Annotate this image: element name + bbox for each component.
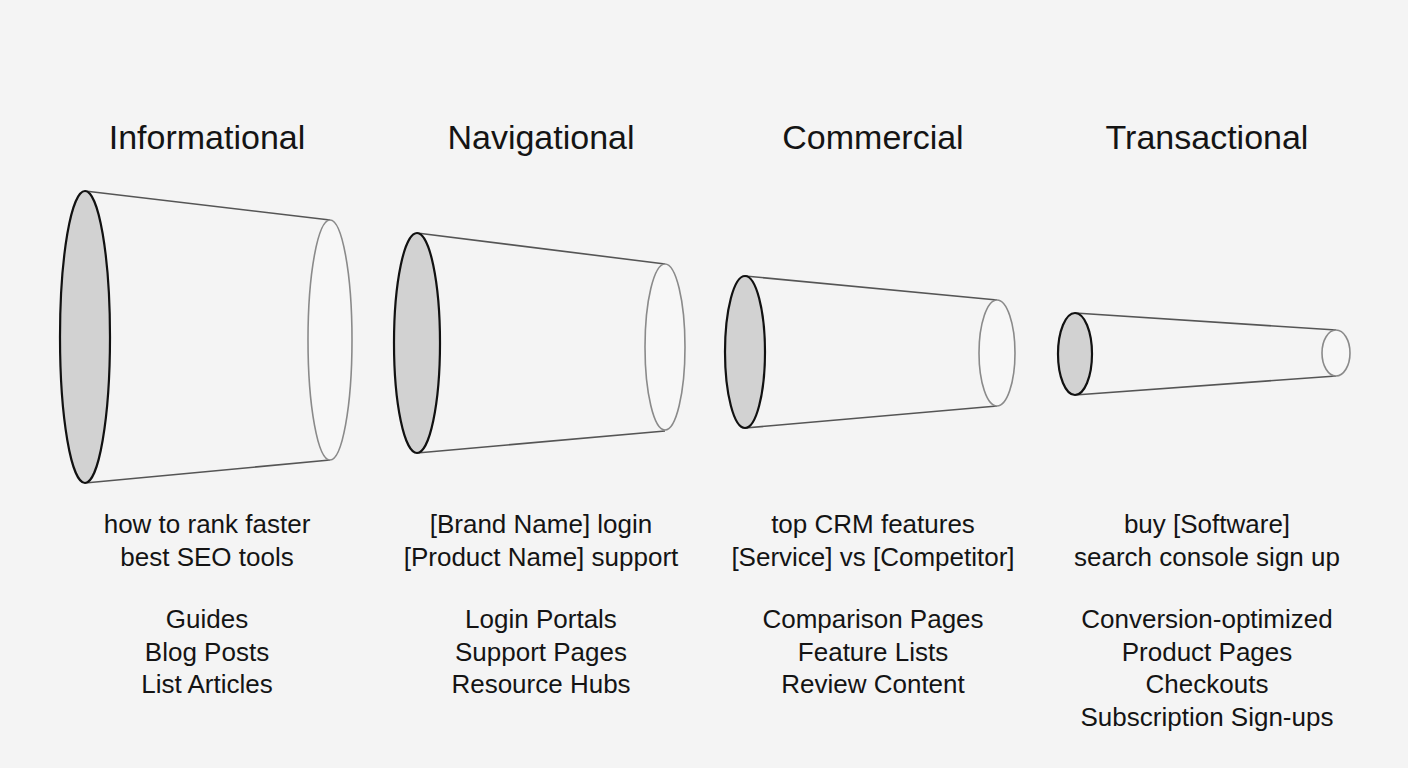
intent-funnel: Commercial top CRM features[Service] vs [… [708,0,1038,768]
content-type: Subscription Sign-ups [1042,702,1372,733]
example-query: best SEO tools [42,542,372,573]
intent-funnel: Navigational [Brand Name] login[Product N… [376,0,706,768]
content-type: Blog Posts [42,637,372,668]
content-type: Checkouts [1042,669,1372,700]
example-query: search console sign up [1042,542,1372,573]
example-query: buy [Software] [1042,509,1372,540]
content-type: List Articles [42,669,372,700]
example-query: top CRM features [708,509,1038,540]
content-type: Guides [42,604,372,635]
content-type: Feature Lists [708,637,1038,668]
intent-heading: Transactional [1042,118,1372,157]
example-query: [Product Name] support [376,542,706,573]
intent-heading: Informational [42,118,372,157]
intent-funnel: Transactional buy [Software]search consol… [1042,0,1372,768]
intent-funnel: Informational how to rank fasterbest SEO … [42,0,372,768]
content-type: Resource Hubs [376,669,706,700]
example-query: [Brand Name] login [376,509,706,540]
content-type: Review Content [708,669,1038,700]
example-query: how to rank faster [42,509,372,540]
content-type: Conversion-optimized [1042,604,1372,635]
content-type: Product Pages [1042,637,1372,668]
content-type: Support Pages [376,637,706,668]
example-query: [Service] vs [Competitor] [708,542,1038,573]
intent-heading: Commercial [708,118,1038,157]
content-type: Login Portals [376,604,706,635]
content-type: Comparison Pages [708,604,1038,635]
intent-heading: Navigational [376,118,706,157]
